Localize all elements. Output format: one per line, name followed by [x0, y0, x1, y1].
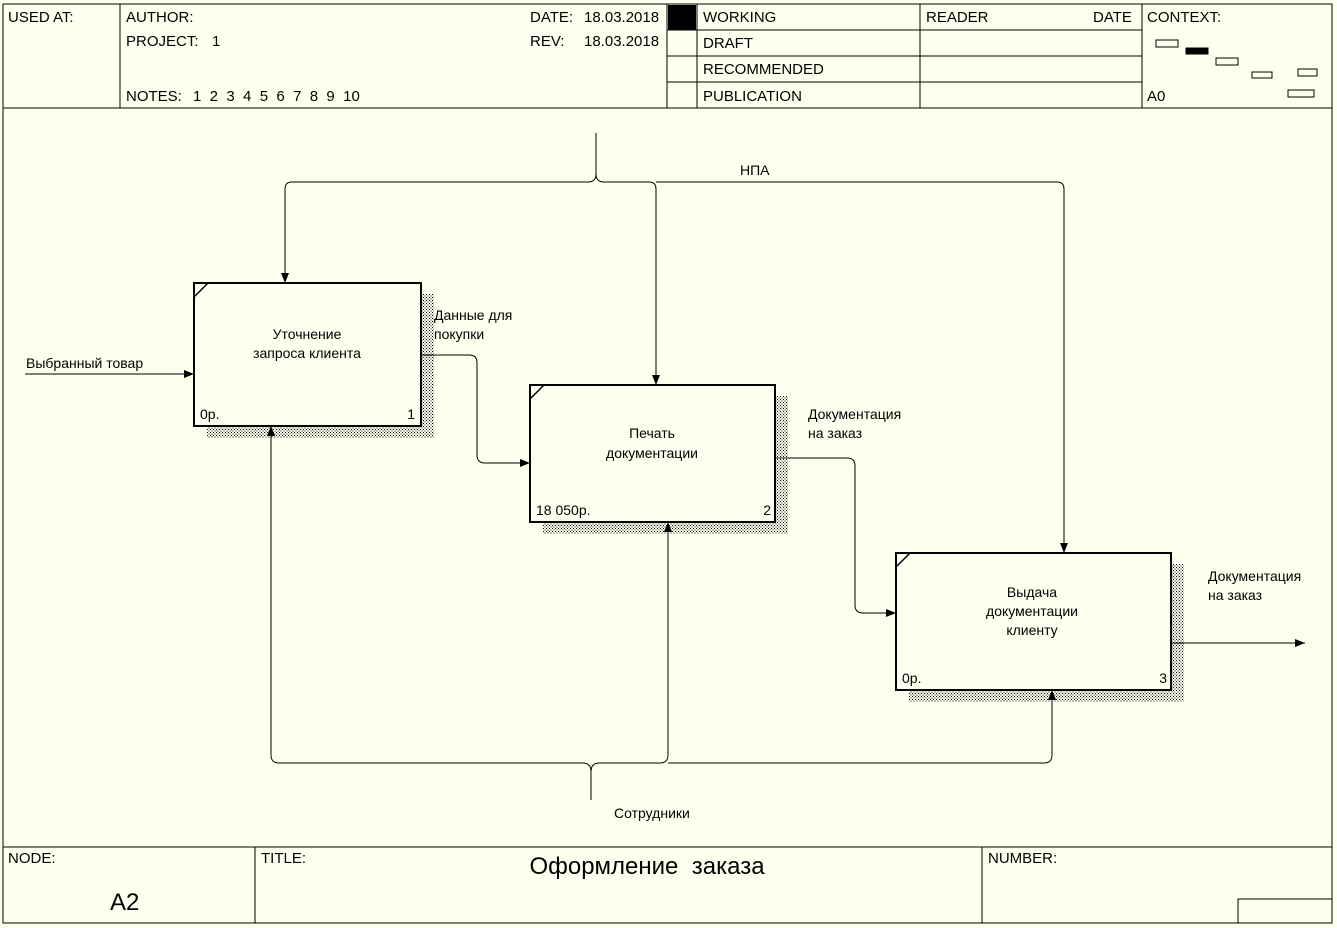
reader-date-label: DATE — [1093, 9, 1132, 26]
arrow-control-npa — [281, 133, 1068, 553]
status-recommended: RECOMMENDED — [703, 61, 824, 78]
project-value: 1 — [212, 33, 220, 50]
box-1-title-line-1: Уточнение — [273, 326, 342, 342]
label-purchase-data-line-2: покупки — [434, 326, 484, 342]
context-thumbnail — [1155, 39, 1318, 98]
notes-value: 1 2 3 4 5 6 7 8 9 10 — [193, 88, 360, 105]
context-node: A0 — [1147, 88, 1165, 105]
label-doc-1-line-1: Документация — [808, 406, 901, 422]
box-2-number: 2 — [763, 502, 771, 518]
label-purchase-data-line-1: Данные для — [434, 307, 512, 323]
arrow-mechanism-staff — [267, 426, 1056, 800]
box-3-number: 3 — [1159, 670, 1167, 686]
diagram-title: Оформление заказа — [529, 853, 765, 880]
label-doc-2-line-1: Документация — [1208, 568, 1301, 584]
rev-value: 18.03.2018 — [584, 33, 659, 50]
box-1-title-line-2: запроса клиента — [253, 345, 361, 361]
project-label: PROJECT: — [126, 33, 199, 50]
box-2-cost: 18 050р. — [536, 502, 591, 518]
footer-frame — [2, 846, 1333, 924]
node-label: NODE: — [8, 850, 56, 867]
arrow-order-documentation-internal — [775, 457, 896, 617]
label-staff: Сотрудники — [614, 805, 690, 821]
box-3-cost: 0р. — [902, 670, 921, 686]
label-npa: НПА — [740, 162, 770, 178]
number-label: NUMBER: — [988, 850, 1057, 867]
label-selected-product: Выбранный товар — [26, 355, 143, 371]
label-doc-1-line-2: на заказ — [808, 425, 862, 441]
activity-box-3[interactable]: Выдача документации клиенту 0р. 3 — [895, 552, 1172, 691]
title-label: TITLE: — [261, 850, 306, 867]
reader-label: READER — [926, 9, 989, 26]
box-3-title-line-2: документации — [986, 603, 1078, 619]
box-shadows — [207, 294, 1184, 702]
date-value: 18.03.2018 — [584, 9, 659, 26]
status-draft: DRAFT — [703, 35, 753, 52]
activity-box-2[interactable]: Печать документации 18 050р. 2 — [529, 384, 776, 523]
box-2-title-line-2: документации — [606, 445, 698, 461]
activity-box-1[interactable]: Уточнение запроса клиента 0р. 1 — [193, 282, 422, 427]
status-working: WORKING — [703, 9, 776, 26]
date-label: DATE: — [530, 9, 573, 26]
notes-label: NOTES: — [126, 88, 182, 105]
context-label: CONTEXT: — [1147, 9, 1221, 26]
label-doc-2-line-2: на заказ — [1208, 587, 1262, 603]
box-1-cost: 0р. — [200, 406, 219, 422]
node-value: A2 — [110, 889, 139, 916]
arrow-purchase-data — [421, 354, 530, 467]
author-label: AUTHOR: — [126, 9, 194, 26]
box-3-title-line-3: клиенту — [1006, 622, 1057, 638]
rev-label: REV: — [530, 33, 564, 50]
status-publication: PUBLICATION — [703, 88, 802, 105]
box-2-title-line-1: Печать — [629, 425, 675, 441]
used-at-label: USED AT: — [8, 9, 74, 26]
working-status-marker — [668, 5, 696, 30]
box-1-number: 1 — [407, 406, 415, 422]
box-3-title-line-1: Выдача — [1007, 584, 1057, 600]
